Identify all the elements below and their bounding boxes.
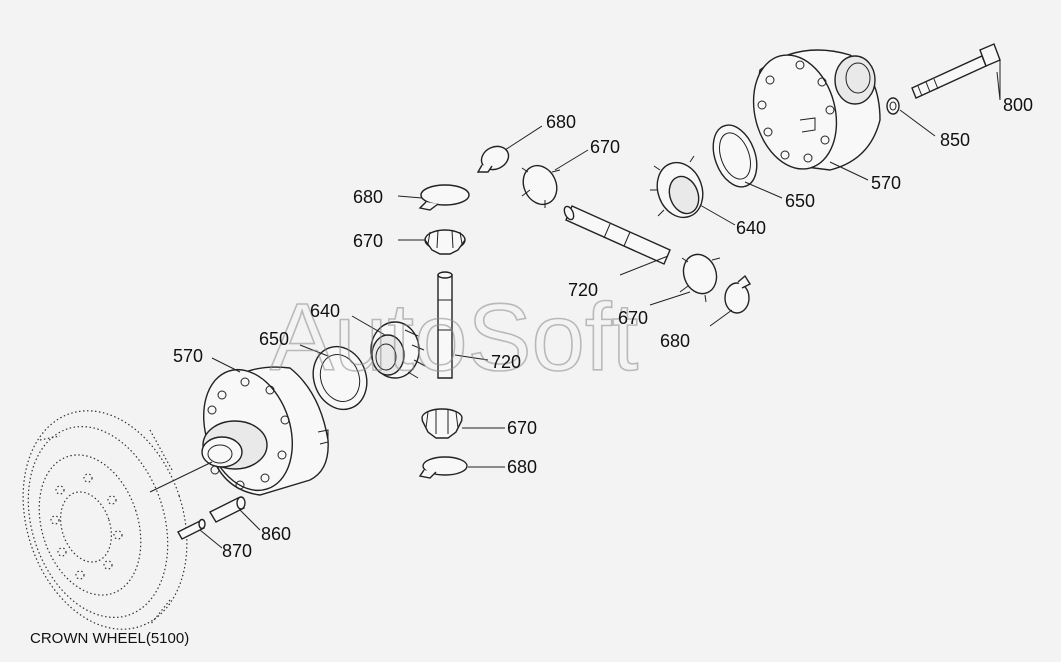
diff-case-left-570 <box>201 366 329 496</box>
label-680-mid: 680 <box>660 331 690 351</box>
label-670-left: 670 <box>353 231 383 251</box>
label-870: 870 <box>222 541 252 561</box>
bolt-800 <box>911 43 1001 99</box>
label-800: 800 <box>1003 95 1033 115</box>
label-670-mid: 670 <box>618 308 648 328</box>
cross-shaft-720-diagonal <box>563 205 671 265</box>
diff-case-right-570 <box>752 49 881 171</box>
side-gear-right-640 <box>650 155 704 219</box>
pinion-gear-670-lower <box>421 408 463 439</box>
part-labels: 800 850 570 650 640 680 670 680 670 720 … <box>173 95 1033 561</box>
caption-crown-wheel: CROWN WHEEL(5100) <box>30 630 189 647</box>
label-650-left: 650 <box>259 329 289 349</box>
label-680-top: 680 <box>546 112 576 132</box>
label-860: 860 <box>261 524 291 544</box>
pin-860 <box>209 496 246 523</box>
label-680-left: 680 <box>353 187 383 207</box>
pinion-gear-670-right <box>679 253 721 303</box>
side-gear-left-640 <box>370 321 426 379</box>
thrust-washer-680-top <box>476 145 510 173</box>
label-650-top: 650 <box>785 191 815 211</box>
label-640-left: 640 <box>310 301 340 321</box>
thrust-washer-680-right <box>724 274 752 314</box>
label-670-bottom: 670 <box>507 418 537 438</box>
label-850: 850 <box>940 130 970 150</box>
pinion-gear-670-top <box>521 164 561 208</box>
cross-shaft-720-vertical <box>437 271 453 379</box>
label-720-left: 720 <box>491 352 521 372</box>
thrust-washer-680-upper <box>418 184 470 211</box>
thrust-washer-680-lower <box>418 456 468 479</box>
label-570-top: 570 <box>871 173 901 193</box>
label-670-top: 670 <box>590 137 620 157</box>
thrust-washer-right-650 <box>712 124 758 188</box>
thrust-washer-left-650 <box>312 345 368 411</box>
label-680-bottom: 680 <box>507 457 537 477</box>
washer-850 <box>886 97 900 115</box>
pin-870 <box>177 518 206 540</box>
crown-wheel <box>22 410 188 630</box>
label-640-top: 640 <box>736 218 766 238</box>
leader-lines <box>149 60 1001 549</box>
label-570-left: 570 <box>173 346 203 366</box>
pinion-gear-670-upper <box>424 229 466 255</box>
watermark-text: AutoSoft <box>270 284 638 391</box>
label-720-mid: 720 <box>568 280 598 300</box>
